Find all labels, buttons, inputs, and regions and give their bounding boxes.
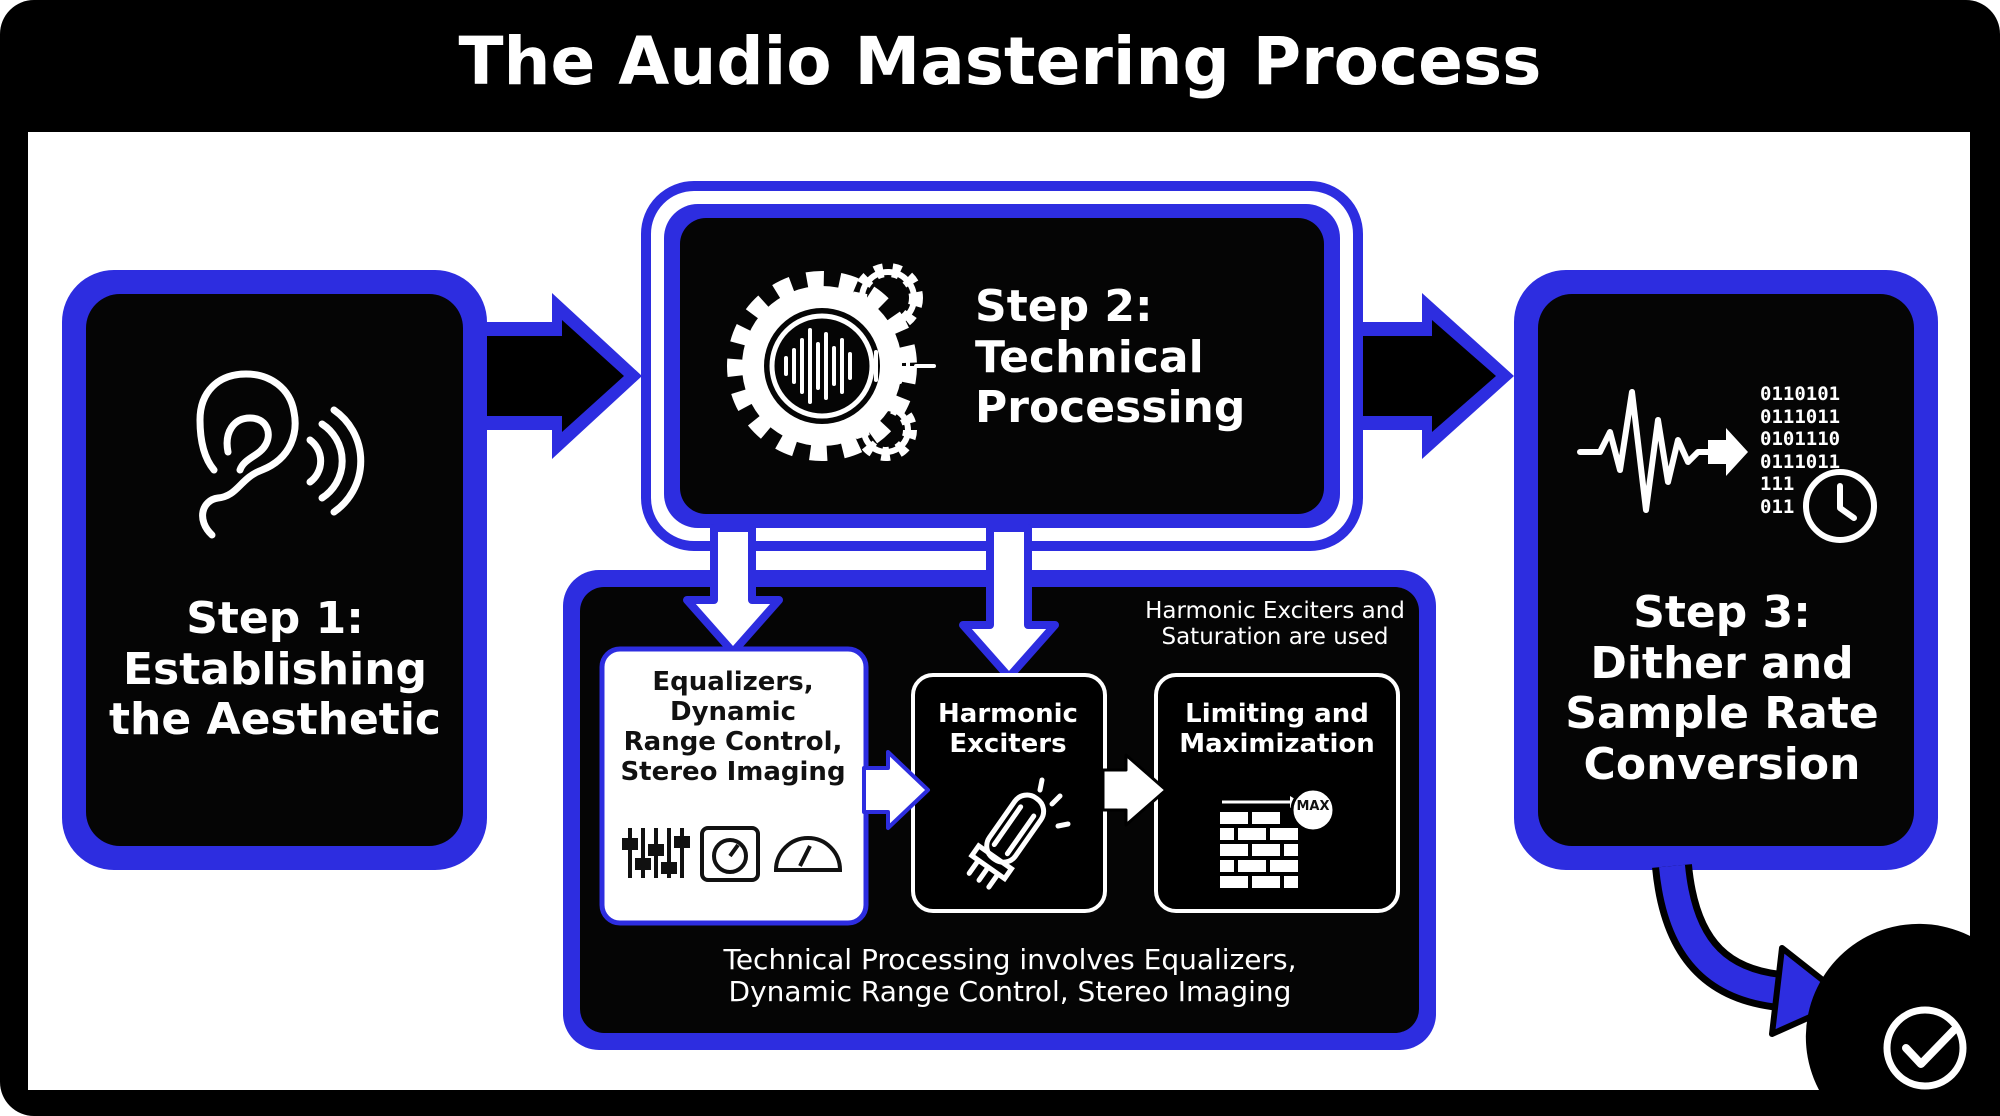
- arrow-exciters-to-limiting: [1101, 753, 1168, 827]
- knob-icon: [700, 826, 760, 882]
- sliders-icon: [622, 828, 690, 878]
- footer-caption: Technical Processing involves Equalizers…: [723, 943, 1297, 1009]
- checkmark-circle-icon: [1883, 1006, 1967, 1090]
- binary-digits: 0110101 0111011 0101110 0111011 111 011: [1760, 383, 1841, 518]
- arrow-step3-to-complete: [1652, 863, 1851, 1037]
- page-title: The Audio Mastering Process: [458, 23, 1542, 100]
- exciters-annotation: Harmonic Exciters and Saturation are use…: [1145, 598, 1405, 651]
- vacuum-tube-icon: [966, 777, 1071, 890]
- brick-wall-max-icon: [1220, 787, 1336, 888]
- step3-box: [1514, 270, 1938, 870]
- arrow-step2-to-exciters: [959, 524, 1059, 681]
- ear-with-sound-waves-icon: [196, 370, 365, 539]
- limiting-card-label: Limiting and Maximization: [1179, 699, 1375, 759]
- step2-label: Step 2: Technical Processing: [975, 281, 1246, 434]
- arrow-step2-to-step3: [1325, 293, 1514, 459]
- meter-icon: [773, 836, 843, 872]
- step3-label: Step 3: Dither and Sample Rate Conversio…: [1565, 587, 1879, 790]
- tools-card-label: Equalizers, Dynamic Range Control, Stere…: [620, 667, 846, 787]
- step1-box: [62, 270, 487, 870]
- arrow-step1-to-step2: [452, 293, 642, 459]
- gears-with-waveform-icon: [727, 263, 936, 461]
- arrow-tools-to-exciters: [862, 750, 930, 830]
- arrow-step2-to-tools: [683, 524, 783, 656]
- step1-label: Step 1: Establishing the Aesthetic: [109, 593, 441, 746]
- exciters-card-label: Harmonic Exciters: [938, 699, 1078, 759]
- waveform-to-binary-with-clock-icon: [1577, 389, 1877, 543]
- max-badge: MAX: [1296, 799, 1330, 814]
